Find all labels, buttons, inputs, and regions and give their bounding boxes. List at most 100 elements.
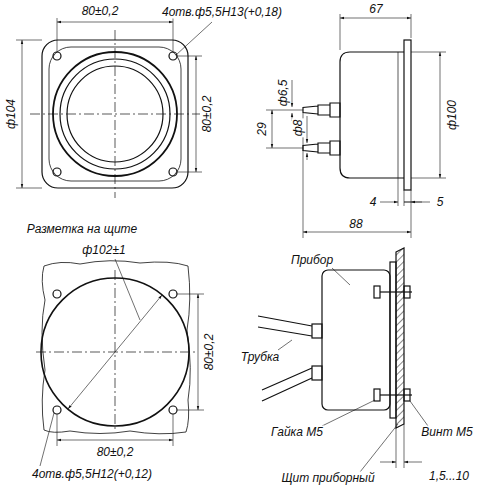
drawing-stroke <box>380 202 398 203</box>
dimension: 4 <box>369 196 378 209</box>
drawing-stroke <box>404 40 411 190</box>
drawing-stroke <box>115 270 116 430</box>
drawing-stroke <box>374 389 380 401</box>
drawing-stroke <box>177 56 202 57</box>
drawing-stroke <box>404 424 405 468</box>
part-name: Винт М5 <box>420 426 473 439</box>
drawing-stroke <box>440 52 441 178</box>
drawing-stroke <box>340 18 411 19</box>
drawing-stroke <box>307 153 308 160</box>
dimension: ф100 <box>446 99 459 131</box>
drawing-stroke <box>272 110 273 148</box>
drawing-stroke <box>380 291 412 292</box>
drawing-stroke <box>396 248 404 428</box>
dimension: 80±0,2 <box>201 95 214 134</box>
part-name: Трубка <box>240 351 281 364</box>
dimension: 1,5...10 <box>428 470 470 483</box>
drawing-stroke <box>22 40 23 188</box>
drawing-stroke <box>404 202 411 203</box>
dimension: ф6,5 <box>277 79 290 108</box>
drawing-stroke <box>177 410 204 411</box>
drawing-stroke <box>312 324 322 338</box>
assembly-view <box>258 248 428 472</box>
dimension: 80±0,2 <box>203 333 216 372</box>
drawing-stroke <box>198 294 199 410</box>
drawing-stroke <box>380 394 412 395</box>
drawing-stroke <box>411 178 446 179</box>
dimension: ф8 <box>292 119 305 138</box>
drawing-stroke <box>68 295 162 409</box>
drawing-stroke <box>278 340 292 350</box>
dimension: 29 <box>256 121 269 136</box>
drawing-stroke <box>322 400 375 426</box>
drawing-stroke <box>30 114 200 115</box>
drawing-stroke <box>53 52 61 60</box>
drawing-stroke <box>374 286 412 401</box>
drawing-stroke <box>307 116 308 143</box>
drawing-stroke <box>57 440 173 441</box>
drawing-stroke <box>115 30 116 198</box>
drawing-stroke <box>196 56 197 172</box>
drawing-stroke <box>404 389 410 401</box>
drawing-stroke <box>53 406 61 414</box>
panel-markup <box>36 259 204 466</box>
drawing-stroke <box>303 103 340 117</box>
drawing-stroke <box>169 406 177 414</box>
drawing-stroke <box>57 18 58 52</box>
drawing-stroke <box>169 290 177 298</box>
drawing-stroke <box>332 268 350 285</box>
part-name: Щит приборный <box>280 472 375 485</box>
dimension: 80±0,2 <box>81 5 120 18</box>
drawing-stroke <box>40 259 204 466</box>
drawing-stroke <box>411 202 430 203</box>
drawing-stroke <box>266 110 303 111</box>
hole-callout: 4отв.ф5,5Н12(+0,12) <box>31 468 153 481</box>
drawing-stroke <box>404 286 410 298</box>
drawing-stroke <box>398 52 399 178</box>
drawing-stroke <box>40 413 54 466</box>
dimension: ф102±1 <box>81 244 126 257</box>
drawing-stroke <box>169 168 177 176</box>
drawing-stroke <box>278 268 428 472</box>
dimension: 5 <box>436 196 445 209</box>
drawing-stroke <box>173 18 174 52</box>
drawing-stroke <box>53 168 61 176</box>
drawing-stroke <box>303 141 340 155</box>
drawing-stroke <box>411 52 446 53</box>
drawing-stroke <box>115 259 140 320</box>
drawing-stroke <box>173 414 174 446</box>
drawing-stroke <box>262 368 312 401</box>
drawing-stroke <box>57 22 173 23</box>
drawing-stroke <box>266 14 446 238</box>
drawing-stroke <box>292 80 293 107</box>
drawing-stroke <box>380 462 396 463</box>
dimension: 88 <box>348 218 363 231</box>
dimension: 67 <box>368 3 383 16</box>
drawing-stroke <box>410 401 428 426</box>
drawing-stroke <box>36 352 196 353</box>
drawing-stroke <box>411 14 412 38</box>
drawing-stroke <box>404 190 405 206</box>
drawing-stroke <box>322 270 390 410</box>
dimension: ф104 <box>5 98 18 130</box>
drawing-stroke <box>53 290 61 298</box>
drawing-stroke <box>340 52 404 178</box>
drawing-stroke <box>411 190 412 238</box>
drawing-stroke <box>16 188 42 189</box>
drawing-stroke <box>53 52 177 176</box>
dimension: 80±0,2 <box>96 446 135 459</box>
part-name: Гайка М5 <box>270 426 324 439</box>
drawing-stroke <box>169 52 177 60</box>
drawing-stroke <box>374 286 380 298</box>
hole-callout: 4отв.ф5,5Н13(+0,18) <box>161 6 283 19</box>
drawing-stroke <box>16 18 212 188</box>
part-name: Прибор <box>290 254 334 267</box>
drawing-stroke <box>176 22 212 55</box>
view-heading: Разметка на щите <box>26 223 138 236</box>
drawing-stroke <box>340 14 341 50</box>
drawing-stroke <box>266 148 303 149</box>
side-view <box>266 14 446 238</box>
drawing-stroke <box>360 424 398 472</box>
